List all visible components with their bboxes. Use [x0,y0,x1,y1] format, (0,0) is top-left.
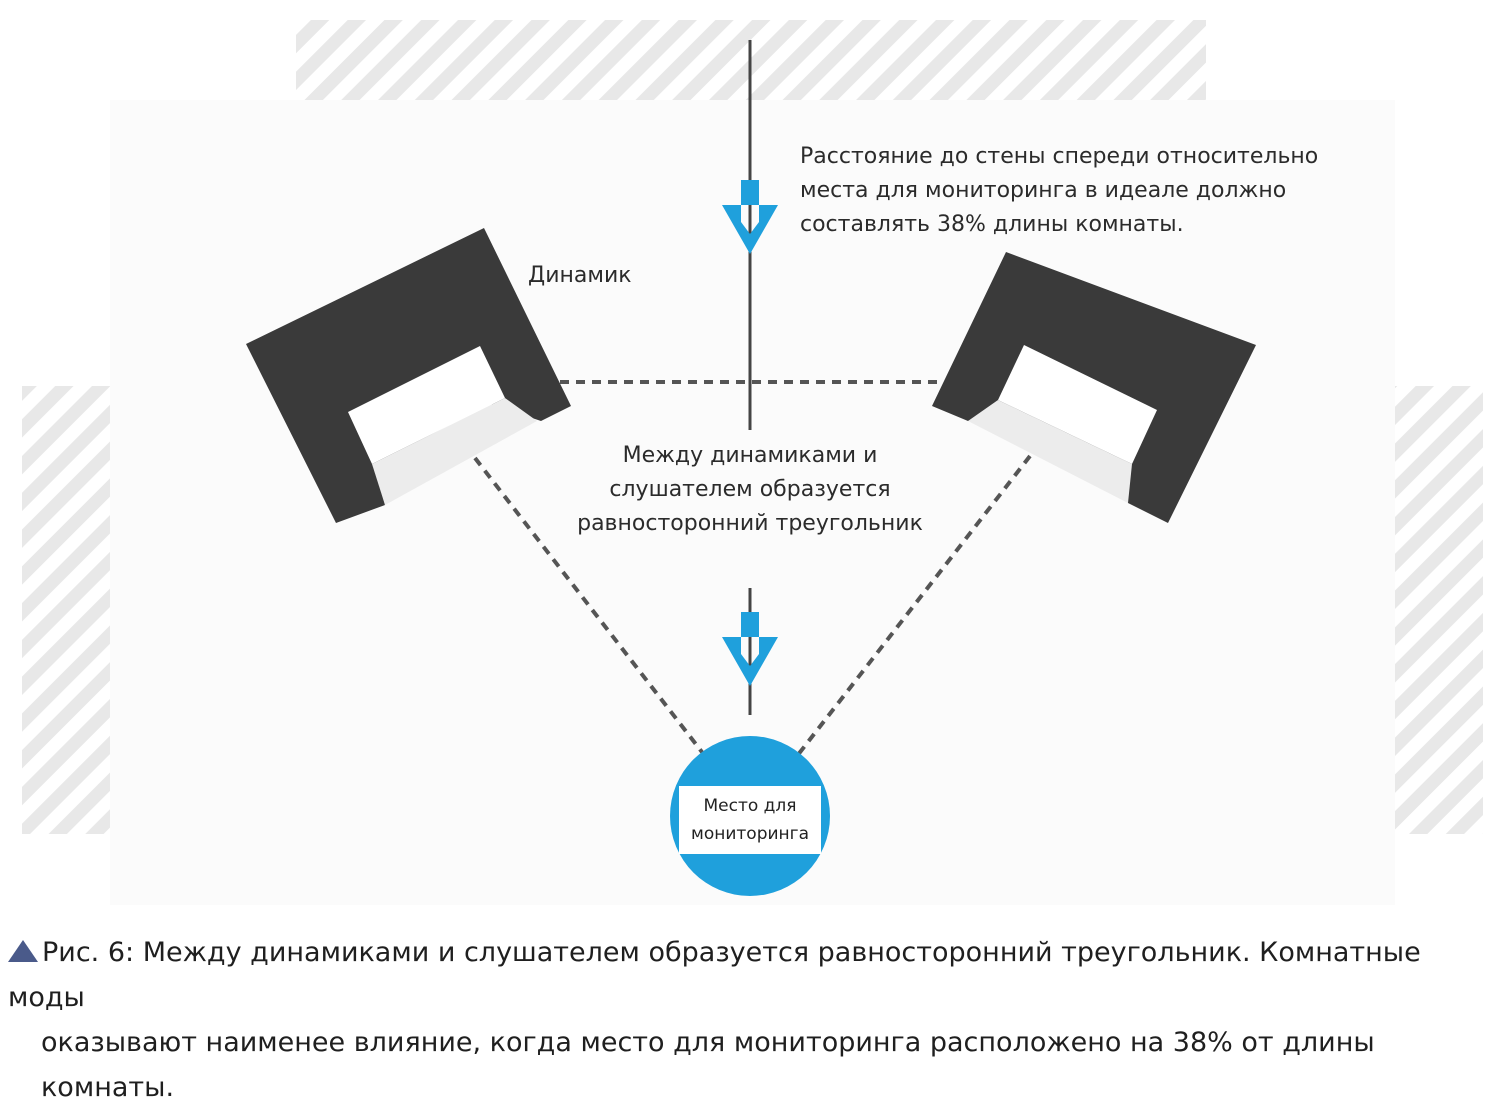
right-wall [1395,386,1483,834]
triangle-right-edge [778,454,1032,780]
front-wall-distance-note: Расстояние до стены спереди относительно… [800,144,1319,237]
left-wall [22,386,110,834]
triangle-marker-icon [8,940,38,962]
triangle-note: Между динамиками и слушателем образуется… [577,443,923,536]
listening-position-text: Место для мониторинга [691,796,809,844]
left-speaker [246,228,571,523]
listening-position-label: Место для мониторинга [679,786,821,854]
caption-line-1: Рис. 6: Между динамиками и слушателем об… [8,937,1421,1013]
arrow-down-icon [722,180,778,254]
diagram: Расстояние до стены спереди относительно… [22,20,1483,896]
arrow-down-icon [722,612,778,686]
caption-line-2: оказывают наименее влияние, когда место … [41,1027,1375,1103]
speaker-label: Динамик [528,263,632,288]
right-speaker [932,252,1256,523]
triangle-left-edge [473,456,724,780]
figure-caption: Рис. 6: Между динамиками и слушателем об… [8,930,1498,1110]
